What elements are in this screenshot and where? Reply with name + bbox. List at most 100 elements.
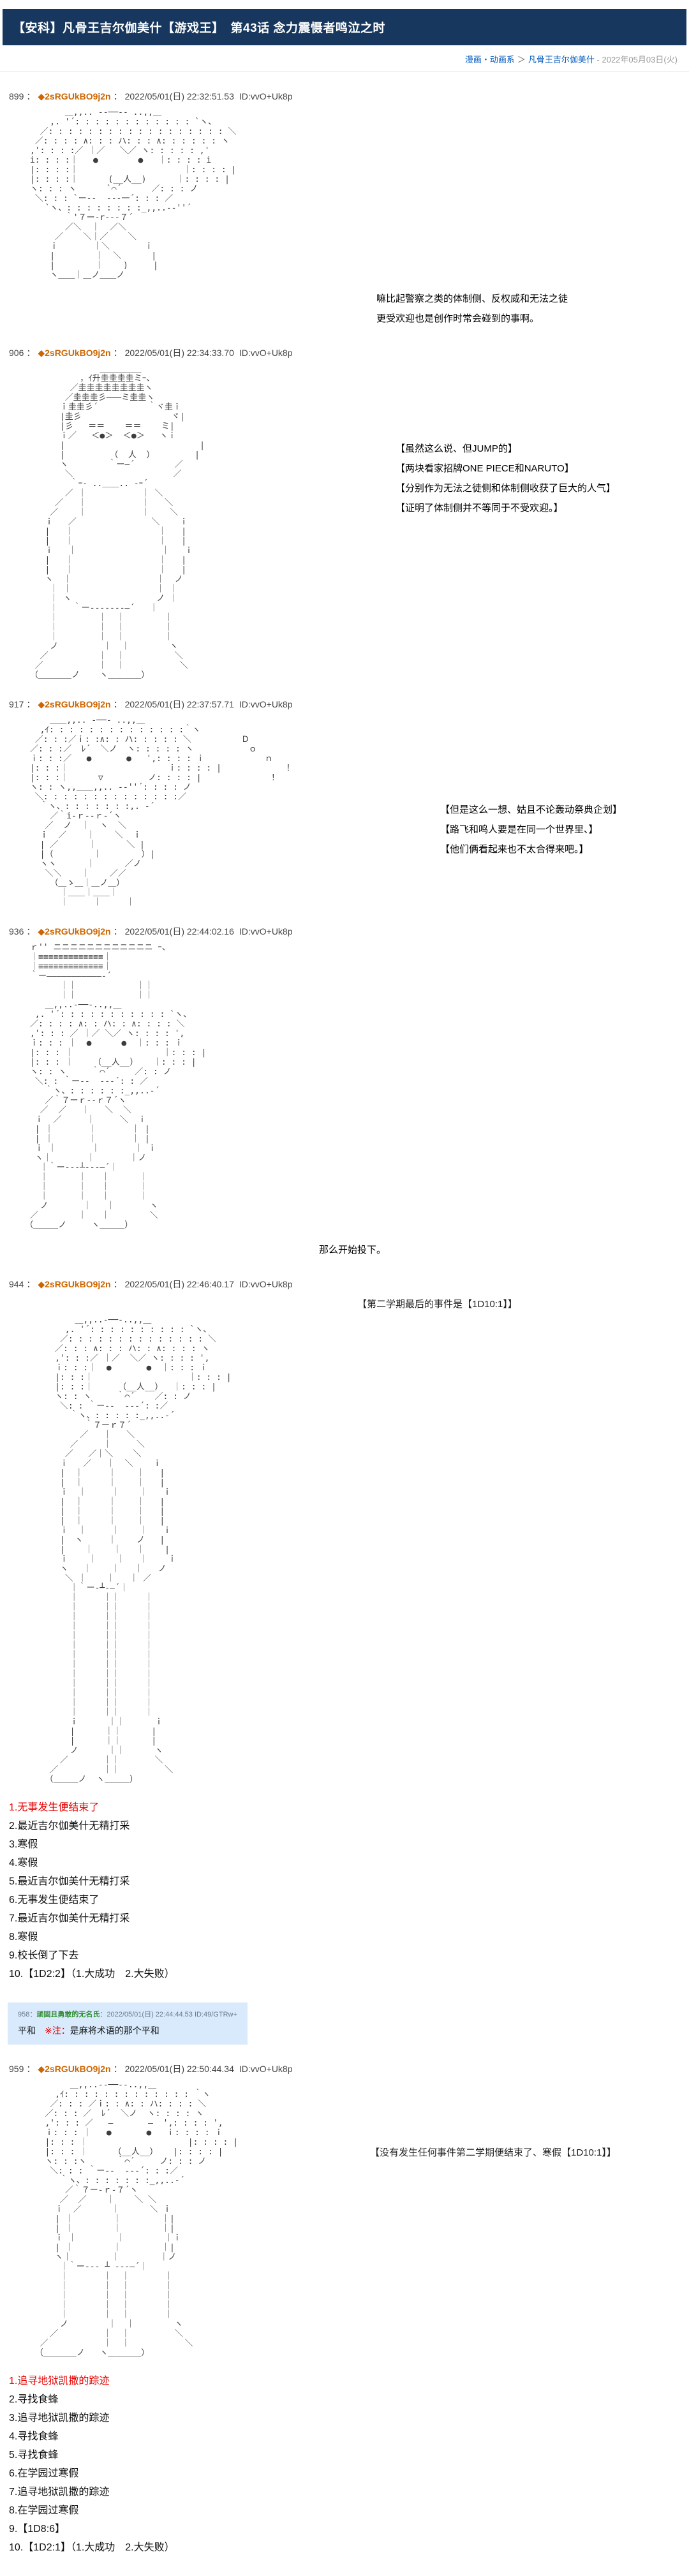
dialogue-block: 嘛比起警察之类的体制侧、反权威和无法之徒 更受欢迎也是创作时常会碰到的事啊。 (376, 289, 689, 329)
poster-name: ◆2sRGUkBO9j2n (38, 699, 111, 709)
post-id: ID:vvO+Uk8p (239, 699, 293, 709)
ascii-art: ＿＿,,.. -──- ..,,＿ ,ｲ: : : : : : : : : : … (29, 716, 295, 907)
breadcrumb-thread-link[interactable]: 凡骨王吉尔伽美什 (528, 55, 595, 64)
dice-option: 10.【1D2:2】（1.大成功 2.大失败） (9, 1969, 175, 1980)
dice-option: 3.追寻地狱凯撒的踪迹 (9, 2413, 110, 2424)
separator: ： (26, 91, 36, 101)
note-text: 是麻将术语的那个平和 (70, 2025, 159, 2036)
dice-option-list: 1.无事发生便结束了 2.最近吉尔伽美什无精打采 3.寒假 4.寒假 5.最近吉… (9, 1798, 689, 1983)
note-label: ※注： (45, 2025, 70, 2036)
dice-option: 4.寻找食蜂 (9, 2431, 59, 2442)
thread-title-bar: 【安科】凡骨王吉尔伽美什【游戏王】 第43话 念力震慑者鸣泣之时 (3, 9, 686, 45)
post-date: 2022/05/01(日) 22:50:44.34 (124, 2064, 234, 2074)
dice-option: 2.寻找食蜂 (9, 2394, 59, 2405)
separator: ： (26, 926, 36, 936)
post-906: 906：◆2sRGUkBO9j2n：2022/05/01(日) 22:34:33… (0, 346, 689, 680)
dice-event-line: 【第二学期最后的事件是【1D10:1】】 (357, 1299, 517, 1310)
dice-option: 6.无事发生便结束了 (9, 1895, 100, 1906)
dialogue-block: 那么开始投下。 (319, 1240, 689, 1260)
dialogue-line: 【路飞和鸣人要是在同一个世界里、】 (440, 824, 598, 835)
separator: ： (100, 2011, 107, 2018)
separator: ： (113, 1279, 122, 1289)
post-header: 899：◆2sRGUkBO9j2n：2022/05/01(日) 22:32:51… (9, 90, 689, 103)
dice-option: 9.校长倒了下去 (9, 1950, 79, 1961)
post-id: ID:vvO+Uk8p (239, 1279, 293, 1289)
post-944: 944：◆2sRGUkBO9j2n：2022/05/01(日) 22:46:40… (0, 1278, 689, 2045)
separator: ： (26, 2064, 36, 2074)
post-number: 906 (9, 348, 24, 358)
poster-name: ◆2sRGUkBO9j2n (38, 2064, 111, 2074)
dice-option: 8.寒假 (9, 1932, 38, 1943)
dice-option-list: 1.追寻地狱凯撒的踪迹 2.寻找食蜂 3.追寻地狱凯撒的踪迹 4.寻找食蜂 5.… (9, 2372, 689, 2557)
dialogue-line: 那么开始投下。 (319, 1245, 387, 1255)
separator: ： (29, 2011, 37, 2018)
breadcrumb-date: - 2022年05月03日(火) (596, 55, 678, 64)
quote-body: 平和 ※注：是麻将术语的那个平和 (18, 2024, 237, 2037)
separator: ： (113, 926, 122, 936)
thread-title: 【安科】凡骨王吉尔伽美什【游戏王】 第43话 念力震慑者鸣泣之时 (13, 22, 385, 35)
separator: ： (113, 2064, 122, 2074)
dice-option: 7.最近吉尔伽美什无精打采 (9, 1913, 130, 1924)
post-header: 936：◆2sRGUkBO9j2n：2022/05/01(日) 22:44:02… (9, 925, 689, 938)
dialogue-line: 嘛比起警察之类的体制侧、反权威和无法之徒 (376, 293, 568, 304)
separator: ： (113, 91, 122, 101)
poster-name: ◆2sRGUkBO9j2n (38, 91, 111, 101)
dialogue-line: 【虽然这么说、但JUMP的】 (396, 443, 517, 454)
post-number: 936 (9, 926, 24, 936)
ascii-art: ＿,,.. --──-- ..,,＿ ,. '´: : : : : : : : … (29, 108, 237, 280)
post-date: 2022/05/01(日) 22:34:33.70 (124, 348, 234, 358)
post-number: 959 (9, 2064, 24, 2074)
ascii-art: ＿,,..--──--..,,＿ ,ｲ: : : : : : : : : : :… (34, 2080, 239, 2358)
dice-option: 6.在学园过寒假 (9, 2468, 79, 2479)
poster-name: ◆2sRGUkBO9j2n (38, 348, 111, 358)
dialogue-block: 【但是这么一想、姑且不论轰动祭典企划】 【路飞和鸣人要是在同一个世界里、】 【他… (440, 800, 622, 859)
post-id: ID:vvO+Uk8p (239, 926, 293, 936)
dice-option-selected: 1.追寻地狱凯撒的踪迹 (9, 2376, 110, 2387)
quote-post-number: 958 (18, 2011, 30, 2018)
post-959: 959：◆2sRGUkBO9j2n：2022/05/01(日) 22:50:44… (0, 2062, 689, 2557)
dialogue-line: 【证明了体制侧并不等同于不受欢迎。】 (396, 503, 563, 514)
dice-option-selected: 1.无事发生便结束了 (9, 1802, 100, 1813)
dice-option: 2.最近吉尔伽美什无精打采 (9, 1821, 130, 1832)
dice-option: 7.追寻地狱凯撒的踪迹 (9, 2487, 110, 2498)
separator: ： (113, 348, 122, 358)
ascii-art: ＿,,..-──-..,,＿ ,. '´: : : : : : : : : : … (45, 1315, 232, 1784)
post-917: 917：◆2sRGUkBO9j2n：2022/05/01(日) 22:37:57… (0, 698, 689, 907)
dice-option: 3.寒假 (9, 1839, 38, 1850)
dialogue-line: 【分别作为无法之徒侧和体制侧收获了巨大的人气】 (396, 483, 616, 494)
page-bottom-spacer (0, 2557, 689, 2576)
separator: ： (26, 348, 36, 358)
separator: ： (26, 699, 36, 709)
post-date: 2022/05/01(日) 22:37:57.71 (124, 699, 234, 709)
post-date: 2022/05/01(日) 22:46:40.17 (124, 1279, 234, 1289)
breadcrumb-separator: ＞ (517, 55, 526, 64)
breadcrumb-category-link[interactable]: 漫画・动画系 (464, 55, 515, 64)
quoted-reply: 958：顽固且勇敢的无名氏：2022/05/01(日) 22:44:44.53 … (8, 2002, 248, 2045)
post-id: ID:vvO+Uk8p (239, 348, 293, 358)
separator: ： (113, 699, 122, 709)
post-header: 944：◆2sRGUkBO9j2n：2022/05/01(日) 22:46:40… (9, 1278, 689, 1291)
quote-poster-name: 顽固且勇敢的无名氏 (36, 2011, 100, 2018)
dialogue-line: 【两块看家招牌ONE PIECE和NARUTO】 (396, 463, 574, 474)
ascii-art: ｒ'' ニニニニニニニニニニニニ ｰ、 ｜≡≡≡≡≡≡≡≡≡≡≡≡≡｜ ｜≡≡≡… (25, 943, 207, 1230)
dice-option: 8.在学园过寒假 (9, 2505, 79, 2516)
ascii-art: ＿＿＿＿＿ ，ｲ升圭圭圭圭ミｰ、 ／圭圭圭圭圭圭圭圭ヽ ／圭圭圭彡―――ミ圭圭ヽ… (29, 364, 205, 680)
dice-option: 10.【1D2:1】（1.大成功 2.大失败） (9, 2542, 175, 2553)
dialogue-line: 【他们俩看起来也不太合得来吧。】 (440, 844, 589, 855)
post-date: 2022/05/01(日) 22:32:51.53 (124, 91, 234, 101)
quote-text: 平和 (18, 2025, 36, 2036)
post-number: 944 (9, 1279, 24, 1289)
post-header: 906：◆2sRGUkBO9j2n：2022/05/01(日) 22:34:33… (9, 346, 689, 359)
dice-option: 4.寒假 (9, 1858, 38, 1869)
quote-post-header: 958：顽固且勇敢的无名氏：2022/05/01(日) 22:44:44.53 … (18, 2009, 237, 2019)
post-899: 899：◆2sRGUkBO9j2n：2022/05/01(日) 22:32:51… (0, 90, 689, 329)
post-number: 917 (9, 699, 24, 709)
post-id: ID:vvO+Uk8p (239, 91, 293, 101)
dialogue-line: 【但是这么一想、姑且不论轰动祭典企划】 (440, 804, 623, 815)
post-header: 917：◆2sRGUkBO9j2n：2022/05/01(日) 22:37:57… (9, 698, 689, 711)
post-header: 959：◆2sRGUkBO9j2n：2022/05/01(日) 22:50:44… (9, 2062, 689, 2075)
post-936: 936：◆2sRGUkBO9j2n：2022/05/01(日) 22:44:02… (0, 925, 689, 1260)
breadcrumb: 漫画・动画系＞凡骨王吉尔伽美什 - 2022年05月03日(火) (0, 45, 689, 72)
separator: ： (26, 1279, 36, 1289)
dice-event-line: 【没有发生任何事件第二学期便结束了、寒假【1D10:1】】 (370, 2147, 616, 2158)
